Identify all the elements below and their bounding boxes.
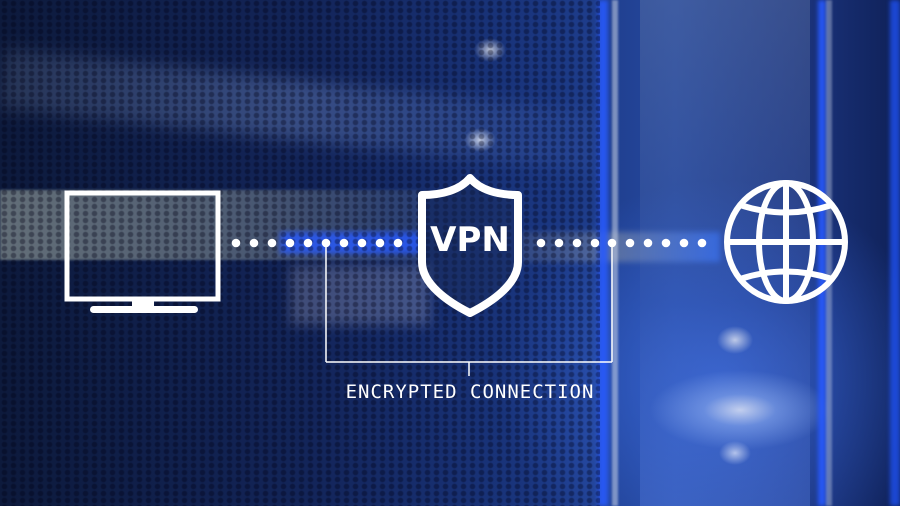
rack-pillar <box>890 0 900 506</box>
mesh-texture <box>0 0 600 506</box>
globe-icon <box>724 180 848 304</box>
server-lights-blur <box>290 265 430 325</box>
encryption-bracket <box>325 247 613 376</box>
encrypted-connection-label: ENCRYPTED CONNECTION <box>345 381 595 403</box>
server-panel-blur-right <box>520 232 720 262</box>
rack-pillar <box>598 0 608 506</box>
blue-led-strip <box>280 232 420 254</box>
shield-icon <box>418 174 522 317</box>
monitor-icon <box>64 190 221 313</box>
rack-pillar <box>612 0 618 506</box>
rack-pillar <box>826 0 832 506</box>
rack-pillar <box>818 0 826 506</box>
dotted-connection-right <box>536 238 707 248</box>
dotted-connection-left <box>231 238 403 248</box>
vpn-label: VPN <box>430 220 510 260</box>
